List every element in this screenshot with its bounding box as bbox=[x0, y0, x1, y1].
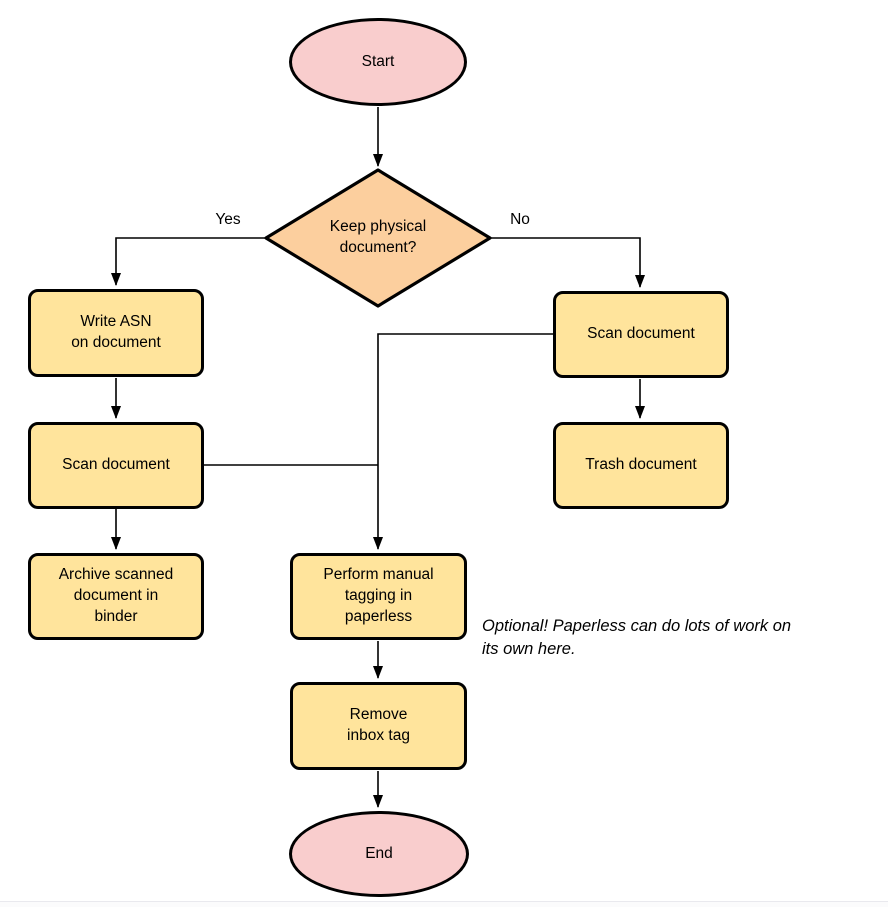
page-bottom-strip bbox=[0, 902, 888, 907]
decision-diamond-shape bbox=[264, 168, 492, 308]
end-node: End bbox=[289, 811, 469, 897]
archive-document-node: Archive scanned document in binder bbox=[28, 553, 204, 640]
scan-document-right-label: Scan document bbox=[587, 325, 695, 343]
start-node-label: Start bbox=[361, 52, 395, 70]
manual-tagging-node: Perform manual tagging in paperless bbox=[290, 553, 467, 640]
scan-document-left-node: Scan document bbox=[28, 422, 204, 509]
edge-decision-yes bbox=[111, 237, 266, 286]
start-node: Start bbox=[289, 18, 467, 106]
edge-decision-no bbox=[490, 237, 645, 288]
manual-tagging-label: Perform manual tagging in paperless bbox=[323, 566, 434, 625]
trash-document-node: Trash document bbox=[553, 422, 729, 509]
remove-inbox-tag-label: Remove inbox tag bbox=[347, 706, 410, 744]
decision-node-label: Keep physical document? bbox=[268, 212, 488, 264]
optional-note: Optional! Paperless can do lots of work … bbox=[482, 592, 882, 661]
end-node-label: End bbox=[365, 844, 393, 862]
no-label-text: No bbox=[510, 211, 530, 228]
edge-scanright-to-tagging bbox=[373, 333, 553, 550]
edge-label-yes: Yes bbox=[203, 211, 253, 229]
scan-document-left-label: Scan document bbox=[62, 456, 170, 474]
optional-note-text: Optional! Paperless can do lots of work … bbox=[482, 617, 792, 659]
archive-document-label: Archive scanned document in binder bbox=[58, 566, 174, 625]
write-asn-node: Write ASN on document bbox=[28, 289, 204, 377]
remove-inbox-tag-node: Remove inbox tag bbox=[290, 682, 467, 770]
trash-document-label: Trash document bbox=[585, 456, 697, 474]
yes-label-text: Yes bbox=[215, 211, 241, 228]
decision-node-text: Keep physical document? bbox=[329, 218, 427, 256]
page-bottom-divider bbox=[0, 901, 888, 902]
write-asn-node-label: Write ASN on document bbox=[71, 313, 161, 351]
scan-document-right-node: Scan document bbox=[553, 291, 729, 378]
edge-label-no: No bbox=[495, 211, 545, 229]
